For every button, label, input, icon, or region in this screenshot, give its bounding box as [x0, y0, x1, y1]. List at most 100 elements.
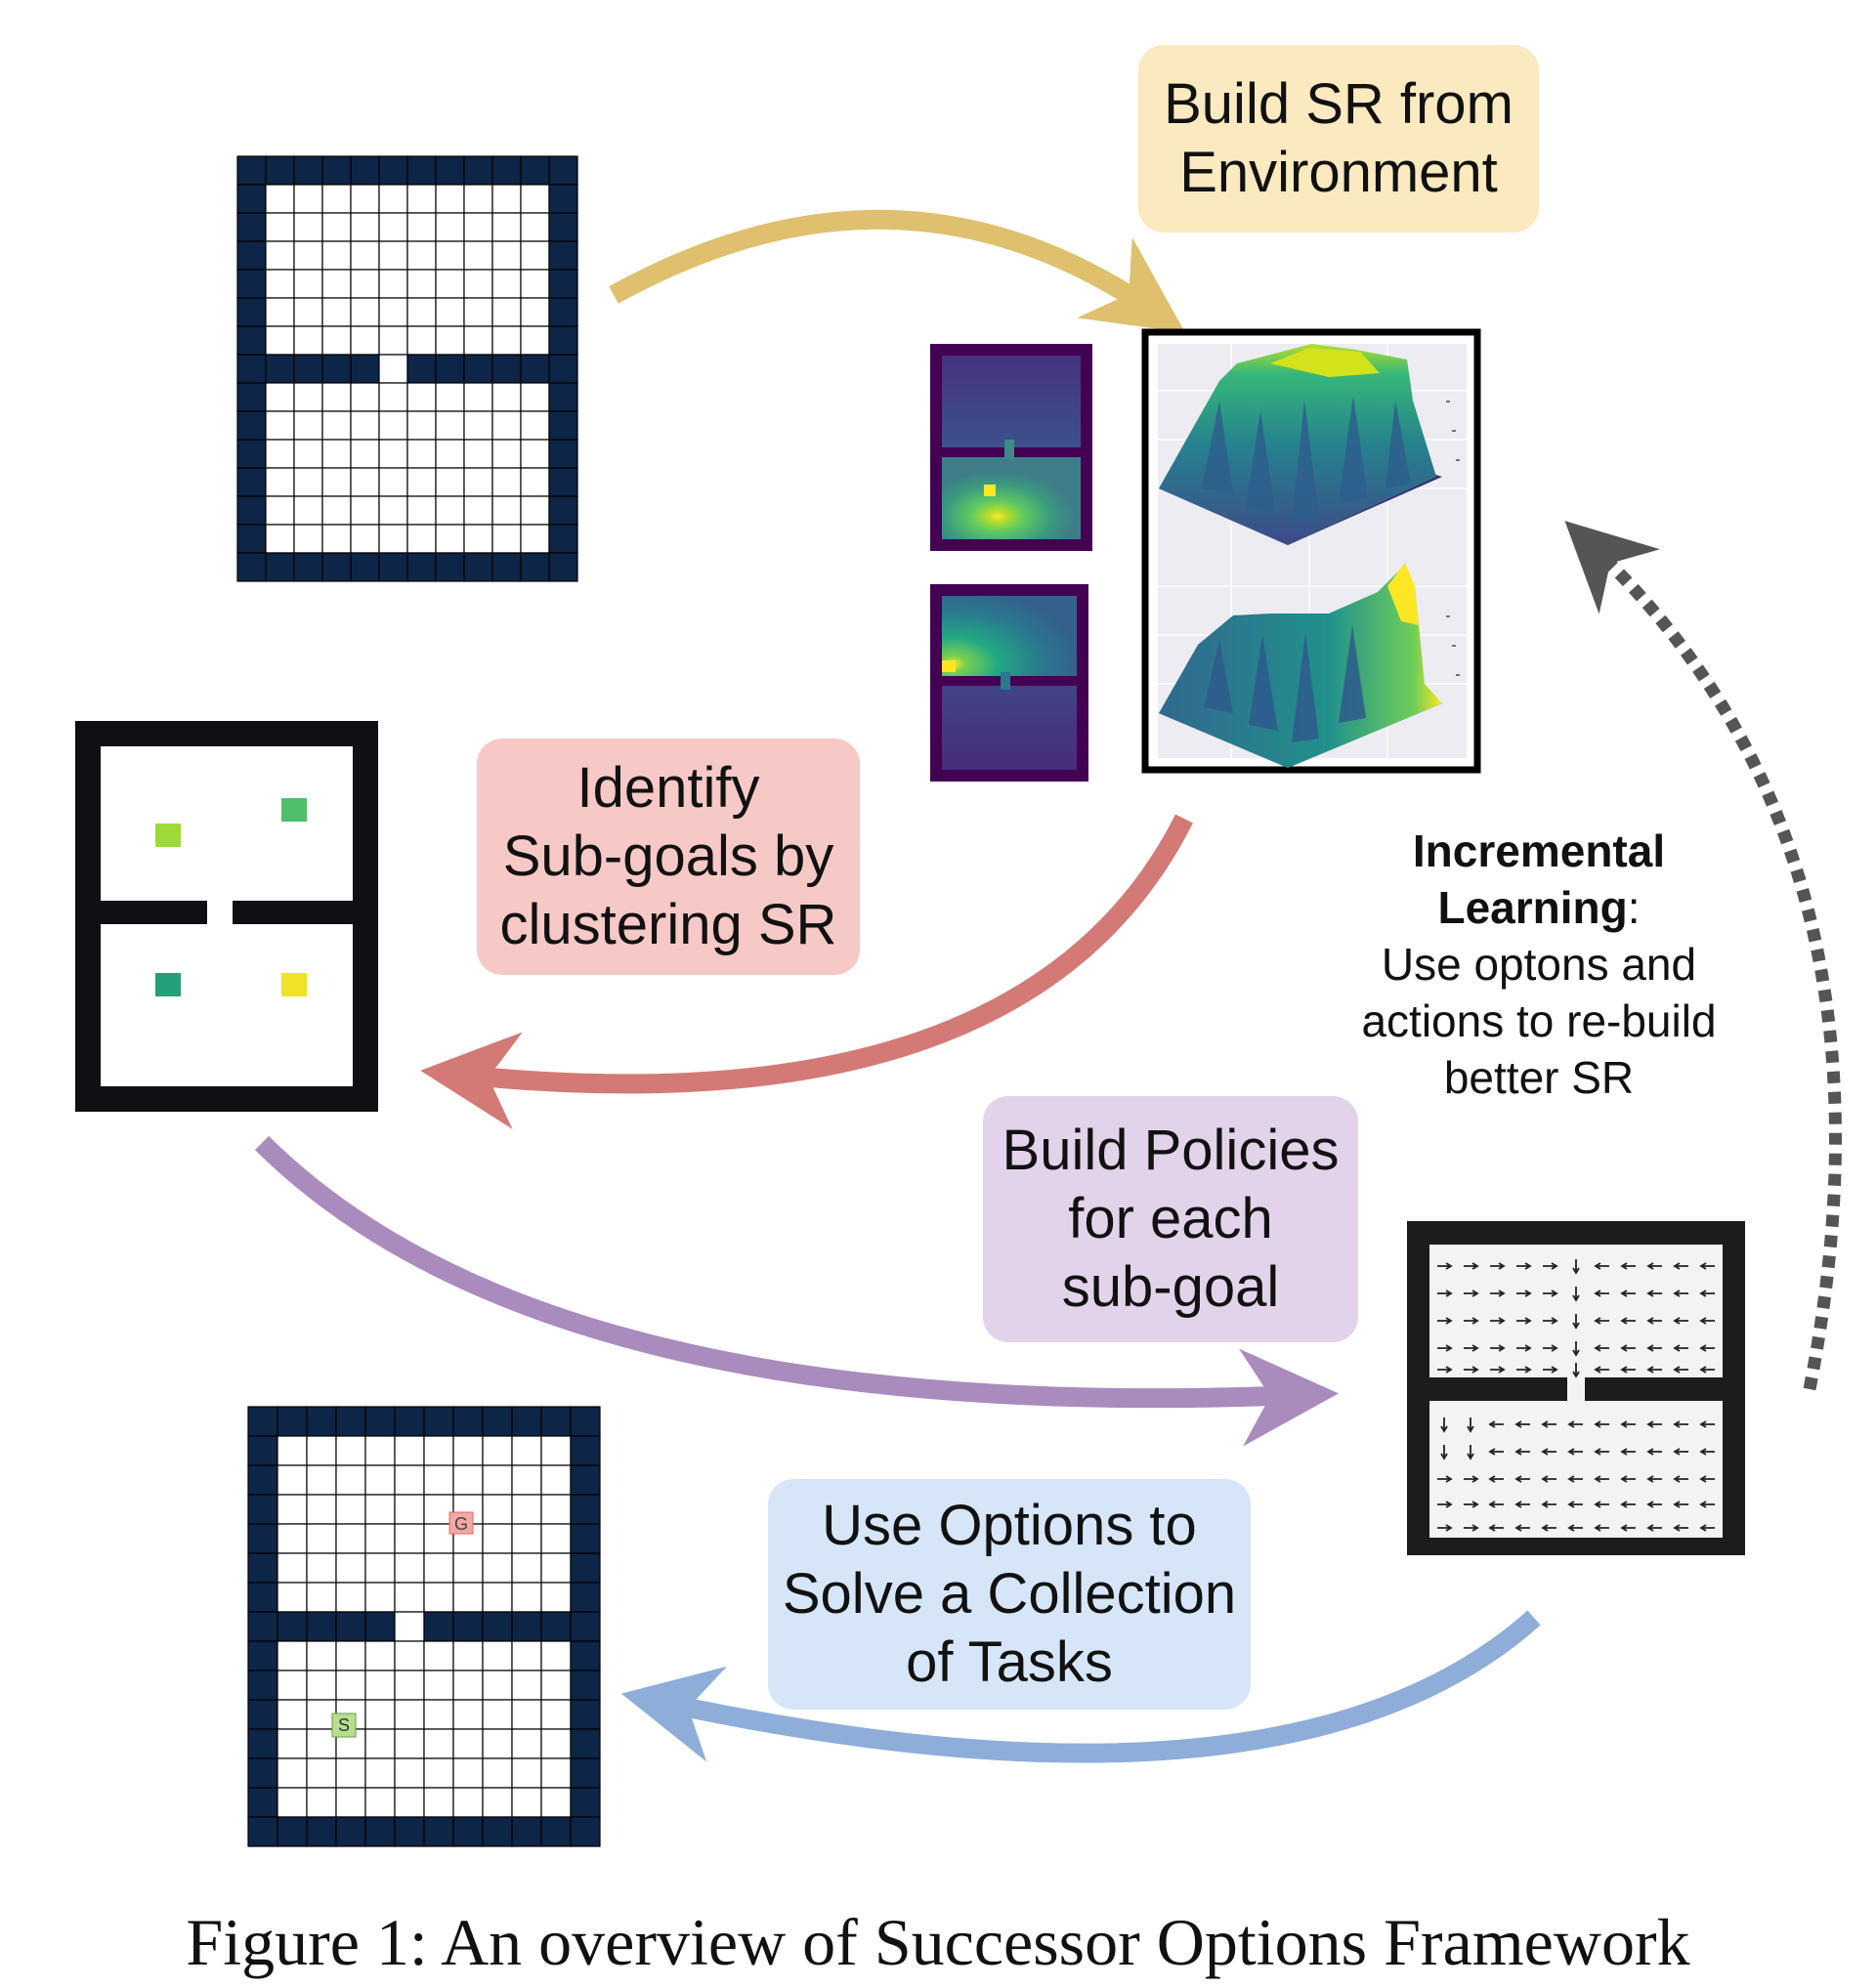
policy-arrow: [1464, 1344, 1479, 1352]
use-options-label: Use Options to Solve a Collection of Tas…: [768, 1479, 1251, 1710]
policy-arrow: [1490, 1344, 1506, 1352]
incremental-body-line: Use optons and: [1381, 939, 1697, 990]
policy-arrow: [1699, 1448, 1715, 1456]
figure-caption: Figure 1: An overview of Successor Optio…: [186, 1905, 1690, 1979]
policy-arrow: [1437, 1344, 1453, 1352]
policy-arrow: [1673, 1262, 1688, 1270]
policy-arrow: [1620, 1524, 1636, 1532]
policy-arrow: [1673, 1290, 1688, 1297]
policy-arrow: [1699, 1420, 1715, 1428]
policy-arrow: [1541, 1448, 1556, 1456]
start-marker: S: [338, 1715, 350, 1735]
policy-arrow: [1440, 1417, 1448, 1433]
policy-arrow: [1594, 1524, 1609, 1532]
policy-arrow: [1514, 1475, 1530, 1483]
label-line: Solve a Collection: [782, 1562, 1237, 1626]
policy-arrow: [1437, 1366, 1453, 1374]
label-line: Use Options to: [822, 1494, 1197, 1557]
policy-arrow: [1594, 1344, 1609, 1352]
policy-arrow: [1594, 1475, 1609, 1483]
label-line: of Tasks: [906, 1630, 1113, 1694]
incremental-body-line: better SR: [1443, 1052, 1635, 1103]
sr-surface-plots: [1141, 328, 1481, 774]
policy-arrow: [1646, 1448, 1662, 1456]
sr-heatmap-top-room: [930, 584, 1088, 782]
gridworld-environment: [236, 155, 578, 582]
policy-arrow: [1646, 1366, 1662, 1374]
subgoal-marker: [155, 824, 181, 847]
policy-arrow: [1594, 1290, 1609, 1297]
incremental-colon: :: [1627, 882, 1641, 933]
policy-arrow: [1488, 1475, 1504, 1483]
policy-arrow: [1620, 1344, 1636, 1352]
label-line: Build SR from: [1164, 72, 1514, 136]
label-line: Sub-goals by: [502, 825, 834, 888]
policy-arrow: [1488, 1420, 1504, 1428]
policy-arrow: [1646, 1317, 1662, 1325]
policy-arrow: [1514, 1420, 1530, 1428]
policy-arrow: [1699, 1317, 1715, 1325]
arrow-to-sr: [609, 209, 1186, 333]
policy-arrow: [1567, 1475, 1583, 1483]
policy-arrow: [1646, 1262, 1662, 1270]
policy-arrow: [1699, 1262, 1715, 1270]
subgoal-marker: [281, 973, 307, 996]
policy-arrow: [1543, 1290, 1558, 1297]
policy-arrow: [1490, 1366, 1506, 1374]
policy-arrow: [1620, 1448, 1636, 1456]
policy-arrow: [1464, 1524, 1479, 1532]
policy-arrow: [1541, 1524, 1556, 1532]
policy-arrow: [1594, 1448, 1609, 1456]
policy-arrow: [1699, 1524, 1715, 1532]
policy-arrow: [1516, 1366, 1532, 1374]
policy-arrow: [1567, 1448, 1583, 1456]
subgoal-marker: [281, 798, 307, 822]
policy-arrow: [1673, 1524, 1688, 1532]
incremental-learning-note: Incremental Learning: Use optons and act…: [1300, 823, 1778, 1106]
label-line: Environment: [1179, 141, 1498, 204]
policy-arrow: [1516, 1262, 1532, 1270]
policy-arrow: [1699, 1290, 1715, 1297]
goal-cell: G: [448, 1511, 474, 1535]
incremental-title-word: Learning: [1437, 882, 1628, 933]
goal-marker: G: [454, 1514, 468, 1534]
policy-arrow: [1490, 1262, 1506, 1270]
label-line: for each: [1068, 1187, 1273, 1250]
policy-arrow: [1464, 1262, 1479, 1270]
policy-arrow: [1543, 1366, 1558, 1374]
policy-arrow: [1490, 1317, 1506, 1325]
policy-arrow: [1437, 1290, 1453, 1297]
policy-arrow: [1467, 1445, 1474, 1460]
policy-arrow: [1673, 1501, 1688, 1508]
policy-arrow: [1464, 1366, 1479, 1374]
policy-arrow: [1440, 1445, 1448, 1460]
policy-arrow: [1516, 1290, 1532, 1297]
arrow-to-subgoals: [420, 814, 1193, 1129]
subgoal-marker: [155, 973, 181, 996]
policy-arrow: [1572, 1259, 1580, 1275]
policy-arrow: [1673, 1344, 1688, 1352]
policy-arrow: [1467, 1417, 1474, 1433]
sr-heatmap-bottom-room: [930, 344, 1092, 551]
policy-arrow: [1673, 1475, 1688, 1483]
policy-arrow: [1572, 1363, 1580, 1378]
policy-arrow: [1594, 1262, 1609, 1270]
start-cell: S: [331, 1713, 357, 1738]
policy-arrow: [1437, 1501, 1453, 1508]
label-line: sub-goal: [1061, 1255, 1280, 1319]
build-policies-label: Build Policies for each sub-goal: [983, 1096, 1358, 1342]
policy-arrow: [1646, 1344, 1662, 1352]
policy-arrow: [1437, 1524, 1453, 1532]
policy-arrow: [1541, 1475, 1556, 1483]
label-line: clustering SR: [499, 893, 837, 956]
policy-arrow: [1594, 1317, 1609, 1325]
policy-arrow: [1620, 1262, 1636, 1270]
policy-arrow: [1620, 1475, 1636, 1483]
policy-arrow: [1620, 1501, 1636, 1508]
policy-arrow: [1437, 1262, 1453, 1270]
policy-arrow: [1490, 1290, 1506, 1297]
policy-arrow: [1646, 1290, 1662, 1297]
label-line: Build Policies: [1002, 1119, 1340, 1182]
policy-arrow: [1620, 1366, 1636, 1374]
